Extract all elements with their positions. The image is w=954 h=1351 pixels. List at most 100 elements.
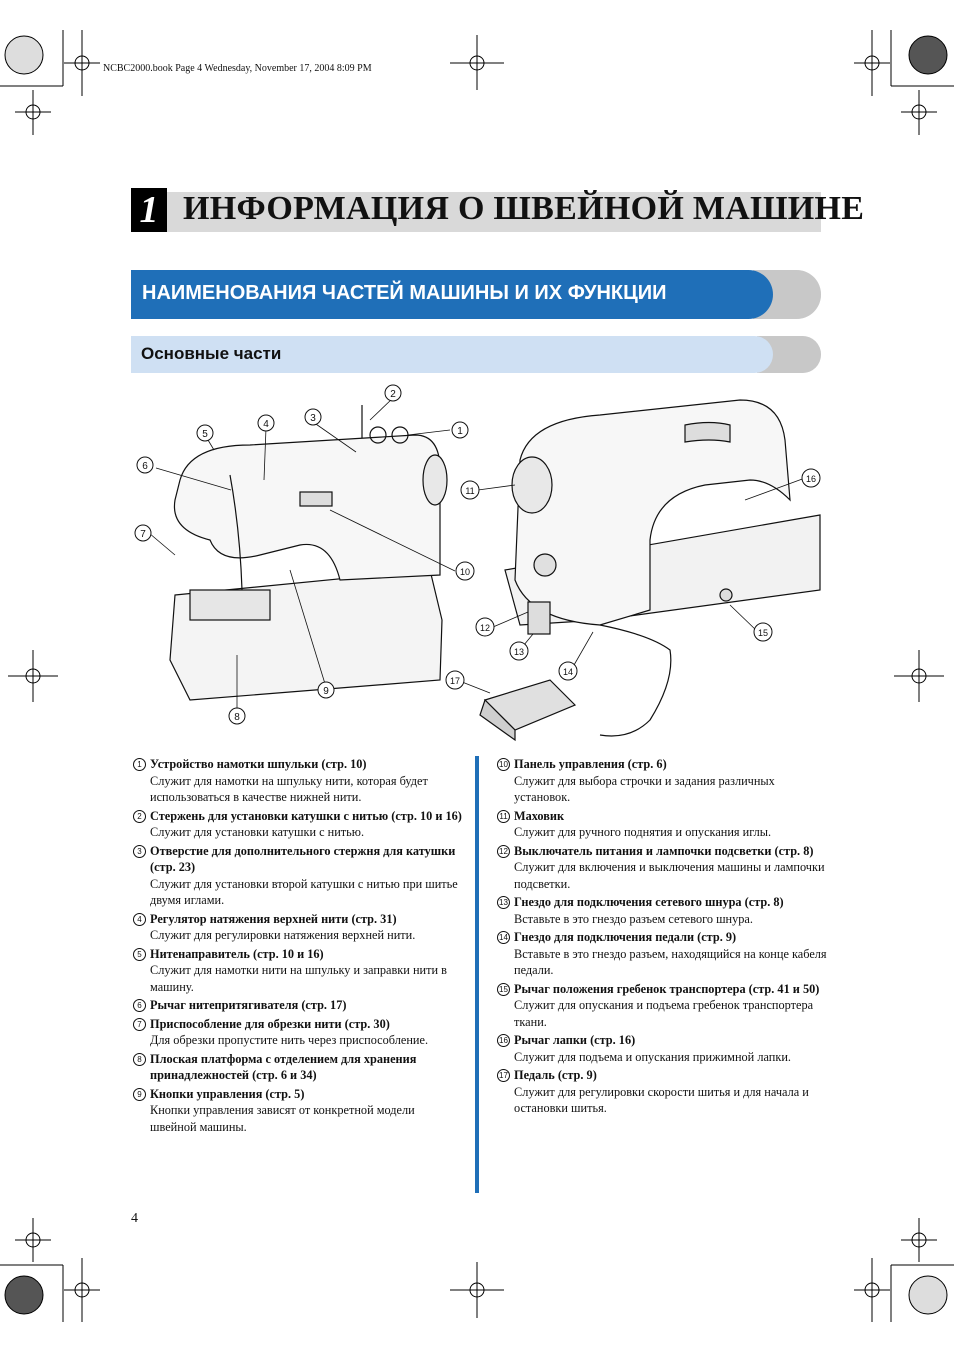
svg-text:16: 16: [806, 474, 816, 484]
part-description: Вставьте в это гнездо разъем, находящийс…: [514, 946, 827, 978]
part-title: Устройство намотки шпульки (стр. 10): [150, 757, 367, 771]
part-item: 9 Кнопки управления (стр. 5) Кнопки управл…: [133, 1086, 463, 1136]
svg-text:13: 13: [514, 647, 524, 657]
svg-text:1: 1: [457, 426, 463, 437]
page-number: 4: [131, 1211, 138, 1226]
svg-text:11: 11: [465, 486, 474, 496]
svg-text:5: 5: [202, 429, 208, 440]
svg-text:9: 9: [323, 686, 329, 697]
part-title: Рычаг нитепритягивателя (стр. 17): [150, 998, 347, 1012]
sewing-machine-illustration: 1 2 3 4 5 6 7 8 9 10 11 12 13 14 15 16 1…: [134, 384, 821, 742]
part-item: 14 Гнездо для подключения педали (стр. 9)…: [497, 929, 827, 979]
subsection-title: Основные части: [141, 344, 282, 363]
part-number: 17: [497, 1069, 510, 1082]
part-title: Кнопки управления (стр. 5): [150, 1086, 305, 1101]
part-description: Кнопки управления зависят от конкретной …: [150, 1103, 415, 1134]
svg-text:8: 8: [234, 712, 240, 723]
part-number: 14: [497, 931, 510, 944]
callout-15: 15: [753, 622, 773, 642]
svg-text:6: 6: [142, 461, 148, 472]
svg-text:14: 14: [563, 667, 573, 677]
part-number: 1: [133, 758, 146, 771]
part-description: Служит для установки катушки с нитью.: [150, 825, 365, 839]
callout-14: 14: [558, 661, 578, 681]
part-description: Служит для ручного поднятия и опускания …: [514, 825, 772, 839]
part-description: Вставьте в это гнездо разъем сетевого шн…: [514, 911, 753, 926]
chapter-title: ИНФОРМАЦИЯ О ШВЕЙНОЙ МАШИНЕ: [183, 190, 865, 227]
part-number: 4: [133, 912, 146, 926]
callout-10: 10: [455, 561, 475, 581]
column-divider: [475, 756, 479, 1193]
part-title: Рычаг лапки (стр. 16): [514, 1033, 636, 1047]
part-title: Выключатель питания и лампочки подсветки…: [514, 843, 814, 858]
part-title: Отверстие для дополнительного стержня дл…: [150, 843, 456, 875]
callout-1: 1: [451, 421, 469, 439]
part-item: 12 Выключатель питания и лампочки подсвет…: [497, 843, 827, 893]
foot-pedal: [479, 679, 577, 742]
callout-6: 6: [136, 456, 154, 474]
svg-text:7: 7: [140, 529, 146, 540]
print-header: NCBC2000.book Page 4 Wednesday, November…: [103, 63, 372, 74]
callout-3: 3: [304, 408, 322, 426]
part-title: Панель управления (стр. 6): [514, 757, 667, 771]
svg-text:12: 12: [480, 623, 490, 633]
part-number: 8: [133, 1052, 146, 1066]
part-item: 3 Отверстие для дополнительного стержня д…: [133, 843, 463, 909]
part-description: Служит для регулировки натяжения верхней…: [150, 928, 416, 942]
svg-text:3: 3: [310, 413, 316, 424]
subsection-heading: Основные части: [131, 336, 821, 373]
rear-view-machine: [504, 399, 821, 737]
part-number: 5: [133, 947, 146, 961]
part-description: Служит для установки второй катушки с ни…: [150, 876, 458, 908]
svg-text:10: 10: [460, 567, 470, 577]
part-description: Для обрезки пропустите нить через приспо…: [150, 1033, 429, 1047]
part-description: Служит для подъема и опускания прижимной…: [514, 1049, 791, 1064]
front-view-machine: [169, 405, 448, 701]
part-title: Нитенаправитель (стр. 10 и 16): [150, 946, 324, 961]
callout-labels: 1 2 3 4 5 6 7 8 9 10 11 12 13 14 15 16 1…: [134, 384, 821, 725]
part-description: Служит для опускания и подъема гребенок …: [514, 998, 814, 1029]
subsection-bar: [131, 336, 773, 373]
part-number: 12: [497, 844, 510, 858]
part-item: 15 Рычаг положения гребенок транспортера …: [497, 981, 827, 1031]
section-bar: [131, 270, 773, 319]
part-title: Стержень для установки катушки с нитью (…: [150, 808, 462, 823]
callout-2: 2: [384, 384, 402, 402]
part-description: Служит для регулировки скорости шитья и …: [514, 1084, 809, 1116]
part-description: Служит для намотки на шпульку нити, кото…: [150, 773, 428, 805]
part-title: Приспособление для обрезки нити (стр. 30…: [150, 1016, 390, 1031]
part-number: 10: [497, 758, 510, 771]
svg-text:17: 17: [450, 676, 460, 686]
svg-text:2: 2: [390, 389, 396, 400]
part-description: Служит для выбора строчки и задания разл…: [514, 773, 775, 805]
part-number: 15: [497, 982, 510, 996]
part-number: 3: [133, 844, 146, 858]
part-description: Служит для включения и выключения машины…: [514, 860, 825, 891]
part-item: 10 Панель управления (стр. 6) Служит для в…: [497, 756, 827, 806]
part-number: 9: [133, 1087, 146, 1101]
callout-17: 17: [445, 670, 465, 690]
callout-4: 4: [257, 414, 275, 432]
callout-9: 9: [317, 681, 335, 699]
part-number: 13: [497, 896, 510, 909]
part-item: 6 Рычаг нитепритягивателя (стр. 17): [133, 997, 463, 1014]
part-title: Плоская платформа с отделением для хране…: [150, 1051, 417, 1083]
chapter-heading: 1 ИНФОРМАЦИЯ О ШВЕЙНОЙ МАШИНЕ: [131, 188, 864, 232]
chapter-number: 1: [131, 188, 167, 232]
part-number: 11: [497, 809, 510, 823]
part-title: Гнездо для подключения педали (стр. 9): [514, 930, 737, 944]
part-title: Гнездо для подключения сетевого шнура (с…: [514, 895, 784, 909]
part-title: Рычаг положения гребенок транспортера (с…: [514, 981, 820, 996]
callout-16: 16: [801, 468, 821, 488]
svg-text:15: 15: [758, 628, 768, 638]
part-number: 6: [133, 999, 146, 1012]
callout-12: 12: [475, 617, 495, 637]
